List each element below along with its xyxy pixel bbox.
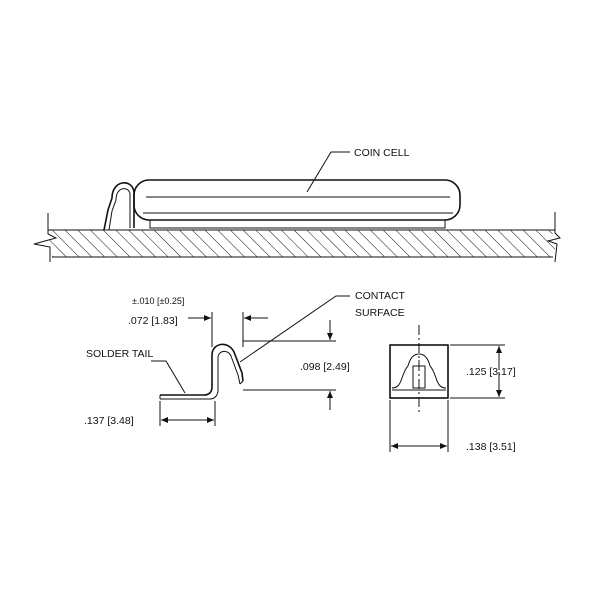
front-height-dimension: .125 [3.17]: [466, 366, 516, 378]
coin-cell-label: COIN CELL: [354, 147, 410, 159]
contact-surface-label-line2: SURFACE: [355, 307, 405, 319]
contact-side-view: SOLDER TAIL CONTACT SURFACE ±.010 [±0.25…: [84, 290, 406, 427]
assembly-contact-clip: [103, 182, 135, 231]
tolerance-dimension: ±.010 [±0.25]: [132, 296, 184, 306]
height-dimension: .098 [2.49]: [300, 361, 350, 373]
contact-gap-dimension: .072 [1.83]: [128, 315, 178, 327]
contact-front-view: .125 [3.17] .138 [3.51]: [389, 325, 516, 453]
assembly-view: COIN CELL: [33, 147, 561, 263]
contact-profile: [160, 343, 244, 396]
pcb-section: [33, 212, 561, 263]
solder-tail-label: SOLDER TAIL: [86, 348, 153, 360]
tail-length-dimension: .137 [3.48]: [84, 415, 134, 427]
front-width-dimension: .138 [3.51]: [466, 441, 516, 453]
coin-cell: [133, 179, 461, 229]
contact-surface-label-line1: CONTACT: [355, 290, 406, 302]
coin-cell-callout: COIN CELL: [306, 147, 410, 193]
